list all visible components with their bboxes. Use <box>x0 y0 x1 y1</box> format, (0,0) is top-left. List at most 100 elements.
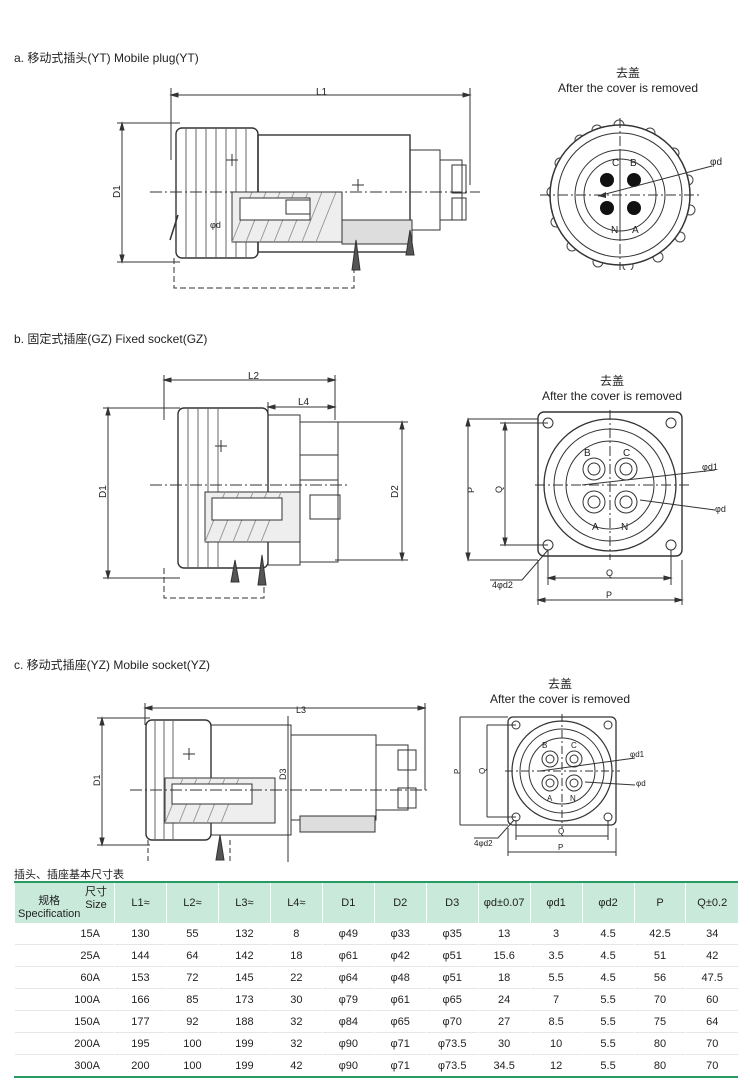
table-cell: 15.6 <box>477 944 531 967</box>
mobile-socket-side-drawing: L3 D1 D3 <box>92 703 430 862</box>
plug-front-view: C B N A φd <box>540 118 722 270</box>
table-cell: φ61 <box>373 988 427 1011</box>
table-cell: 75 <box>633 1010 686 1033</box>
table-cell: 85 <box>165 988 219 1011</box>
row-spec-cell: 150A <box>14 1010 115 1033</box>
col-header: φd±0.07 <box>477 881 531 923</box>
pin-c-label: C <box>612 158 619 169</box>
table-cell: φ49 <box>321 923 375 945</box>
table-cell: φ51 <box>425 944 479 967</box>
table-cell: φ90 <box>321 1032 375 1055</box>
svg-text:φd: φd <box>636 779 646 788</box>
table-cell: 5.5 <box>529 966 583 989</box>
table-cell: φ51 <box>425 966 479 989</box>
table-cell: 42 <box>685 944 738 967</box>
table-cell: 22 <box>269 966 323 989</box>
table-cell: φ65 <box>373 1010 427 1033</box>
svg-text:4φd2: 4φd2 <box>474 839 493 848</box>
table-cell: 42.5 <box>633 923 686 945</box>
svg-text:B: B <box>542 741 547 750</box>
plug-side-drawing: L1 D1 φd <box>112 87 480 289</box>
dim-l1: L1 <box>316 87 328 98</box>
table-cell: φ84 <box>321 1010 375 1033</box>
table-cell: 12 <box>529 1054 583 1077</box>
spec-table-title: 插头、插座基本尺寸表 <box>14 869 124 881</box>
table-cell: 64 <box>165 944 219 967</box>
table-cell: 142 <box>217 944 271 967</box>
table-cell: 153 <box>114 966 167 989</box>
table-cell: φ70 <box>425 1010 479 1033</box>
col-header: φd1 <box>529 881 583 923</box>
table-cell: 4.5 <box>581 923 635 945</box>
col-header: L2≈ <box>165 881 219 923</box>
row-spec-cell: 25A <box>14 944 115 967</box>
table-cell: 30 <box>269 988 323 1011</box>
table-cell: 132 <box>217 923 271 945</box>
dim-phid: φd <box>210 220 221 230</box>
table-cell: 100 <box>165 1054 219 1077</box>
table-cell: φ71 <box>373 1032 427 1055</box>
col-header: Q±0.2 <box>685 881 738 923</box>
table-cell: 8 <box>269 923 323 945</box>
dim-p-b: P <box>466 487 476 493</box>
pin-b-label: B <box>630 158 637 169</box>
col-header: φd2 <box>581 881 635 923</box>
table-cell: 5.5 <box>581 1032 635 1055</box>
col-header: D1 <box>321 881 375 923</box>
table-cell: φ48 <box>373 966 427 989</box>
table-cell: φ90 <box>321 1054 375 1077</box>
table-cell: 100 <box>165 1032 219 1055</box>
table-cell: 92 <box>165 1010 219 1033</box>
svg-text:C: C <box>623 448 630 459</box>
fixed-socket-side-drawing: L2 L4 D1 D2 <box>98 371 408 599</box>
row-spec-cell: 300A <box>14 1054 115 1077</box>
table-cell: 173 <box>217 988 271 1011</box>
table-cell: 5.5 <box>581 1054 635 1077</box>
table-cell: 13 <box>477 923 531 945</box>
dim-l3: L3 <box>296 705 306 715</box>
table-cell: 27 <box>477 1010 531 1033</box>
table-cell: 199 <box>217 1054 271 1077</box>
table-cell: 55 <box>165 923 219 945</box>
col-header: P <box>633 881 686 923</box>
dim-p-b-h: P <box>606 590 612 600</box>
svg-text:C: C <box>571 741 577 750</box>
table-cell: φ35 <box>425 923 479 945</box>
table-cell: φ42 <box>373 944 427 967</box>
dim-d1-b: D1 <box>98 485 109 498</box>
row-spec-cell: 100A <box>14 988 115 1011</box>
table-cell: φ33 <box>373 923 427 945</box>
svg-text:N: N <box>621 522 628 533</box>
table-cell: 5.5 <box>581 988 635 1011</box>
table-cell: φ64 <box>321 966 375 989</box>
col-header: D2 <box>373 881 427 923</box>
pin-n-label: N <box>611 225 618 236</box>
table-cell: 200 <box>114 1054 167 1077</box>
table-cell: 72 <box>165 966 219 989</box>
svg-text:A: A <box>592 522 599 533</box>
table-cell: 5.5 <box>581 1010 635 1033</box>
mobile-socket-front-view: B C A N P Q Q P φd1 φd 4φd2 <box>453 714 646 856</box>
table-cell: φ61 <box>321 944 375 967</box>
table-cell: 80 <box>633 1032 686 1055</box>
table-cell: 10 <box>529 1032 583 1055</box>
table-cell: 24 <box>477 988 531 1011</box>
dim-d3: D3 <box>278 768 288 780</box>
table-cell: 3 <box>529 923 583 945</box>
table-cell: 34.5 <box>477 1054 531 1077</box>
table-cell: 70 <box>685 1054 738 1077</box>
row-spec-cell: 200A <box>14 1032 115 1055</box>
col-header: L3≈ <box>217 881 271 923</box>
table-cell: 30 <box>477 1032 531 1055</box>
fixed-socket-front-view: B C A N P Q Q P φd1 φd 4φd2 <box>465 410 726 605</box>
dim-phid2-b: 4φd2 <box>492 580 513 590</box>
col-header: L4≈ <box>269 881 323 923</box>
section-a-caption: a. 移动式插头(YT) Mobile plug(YT) <box>14 51 199 65</box>
